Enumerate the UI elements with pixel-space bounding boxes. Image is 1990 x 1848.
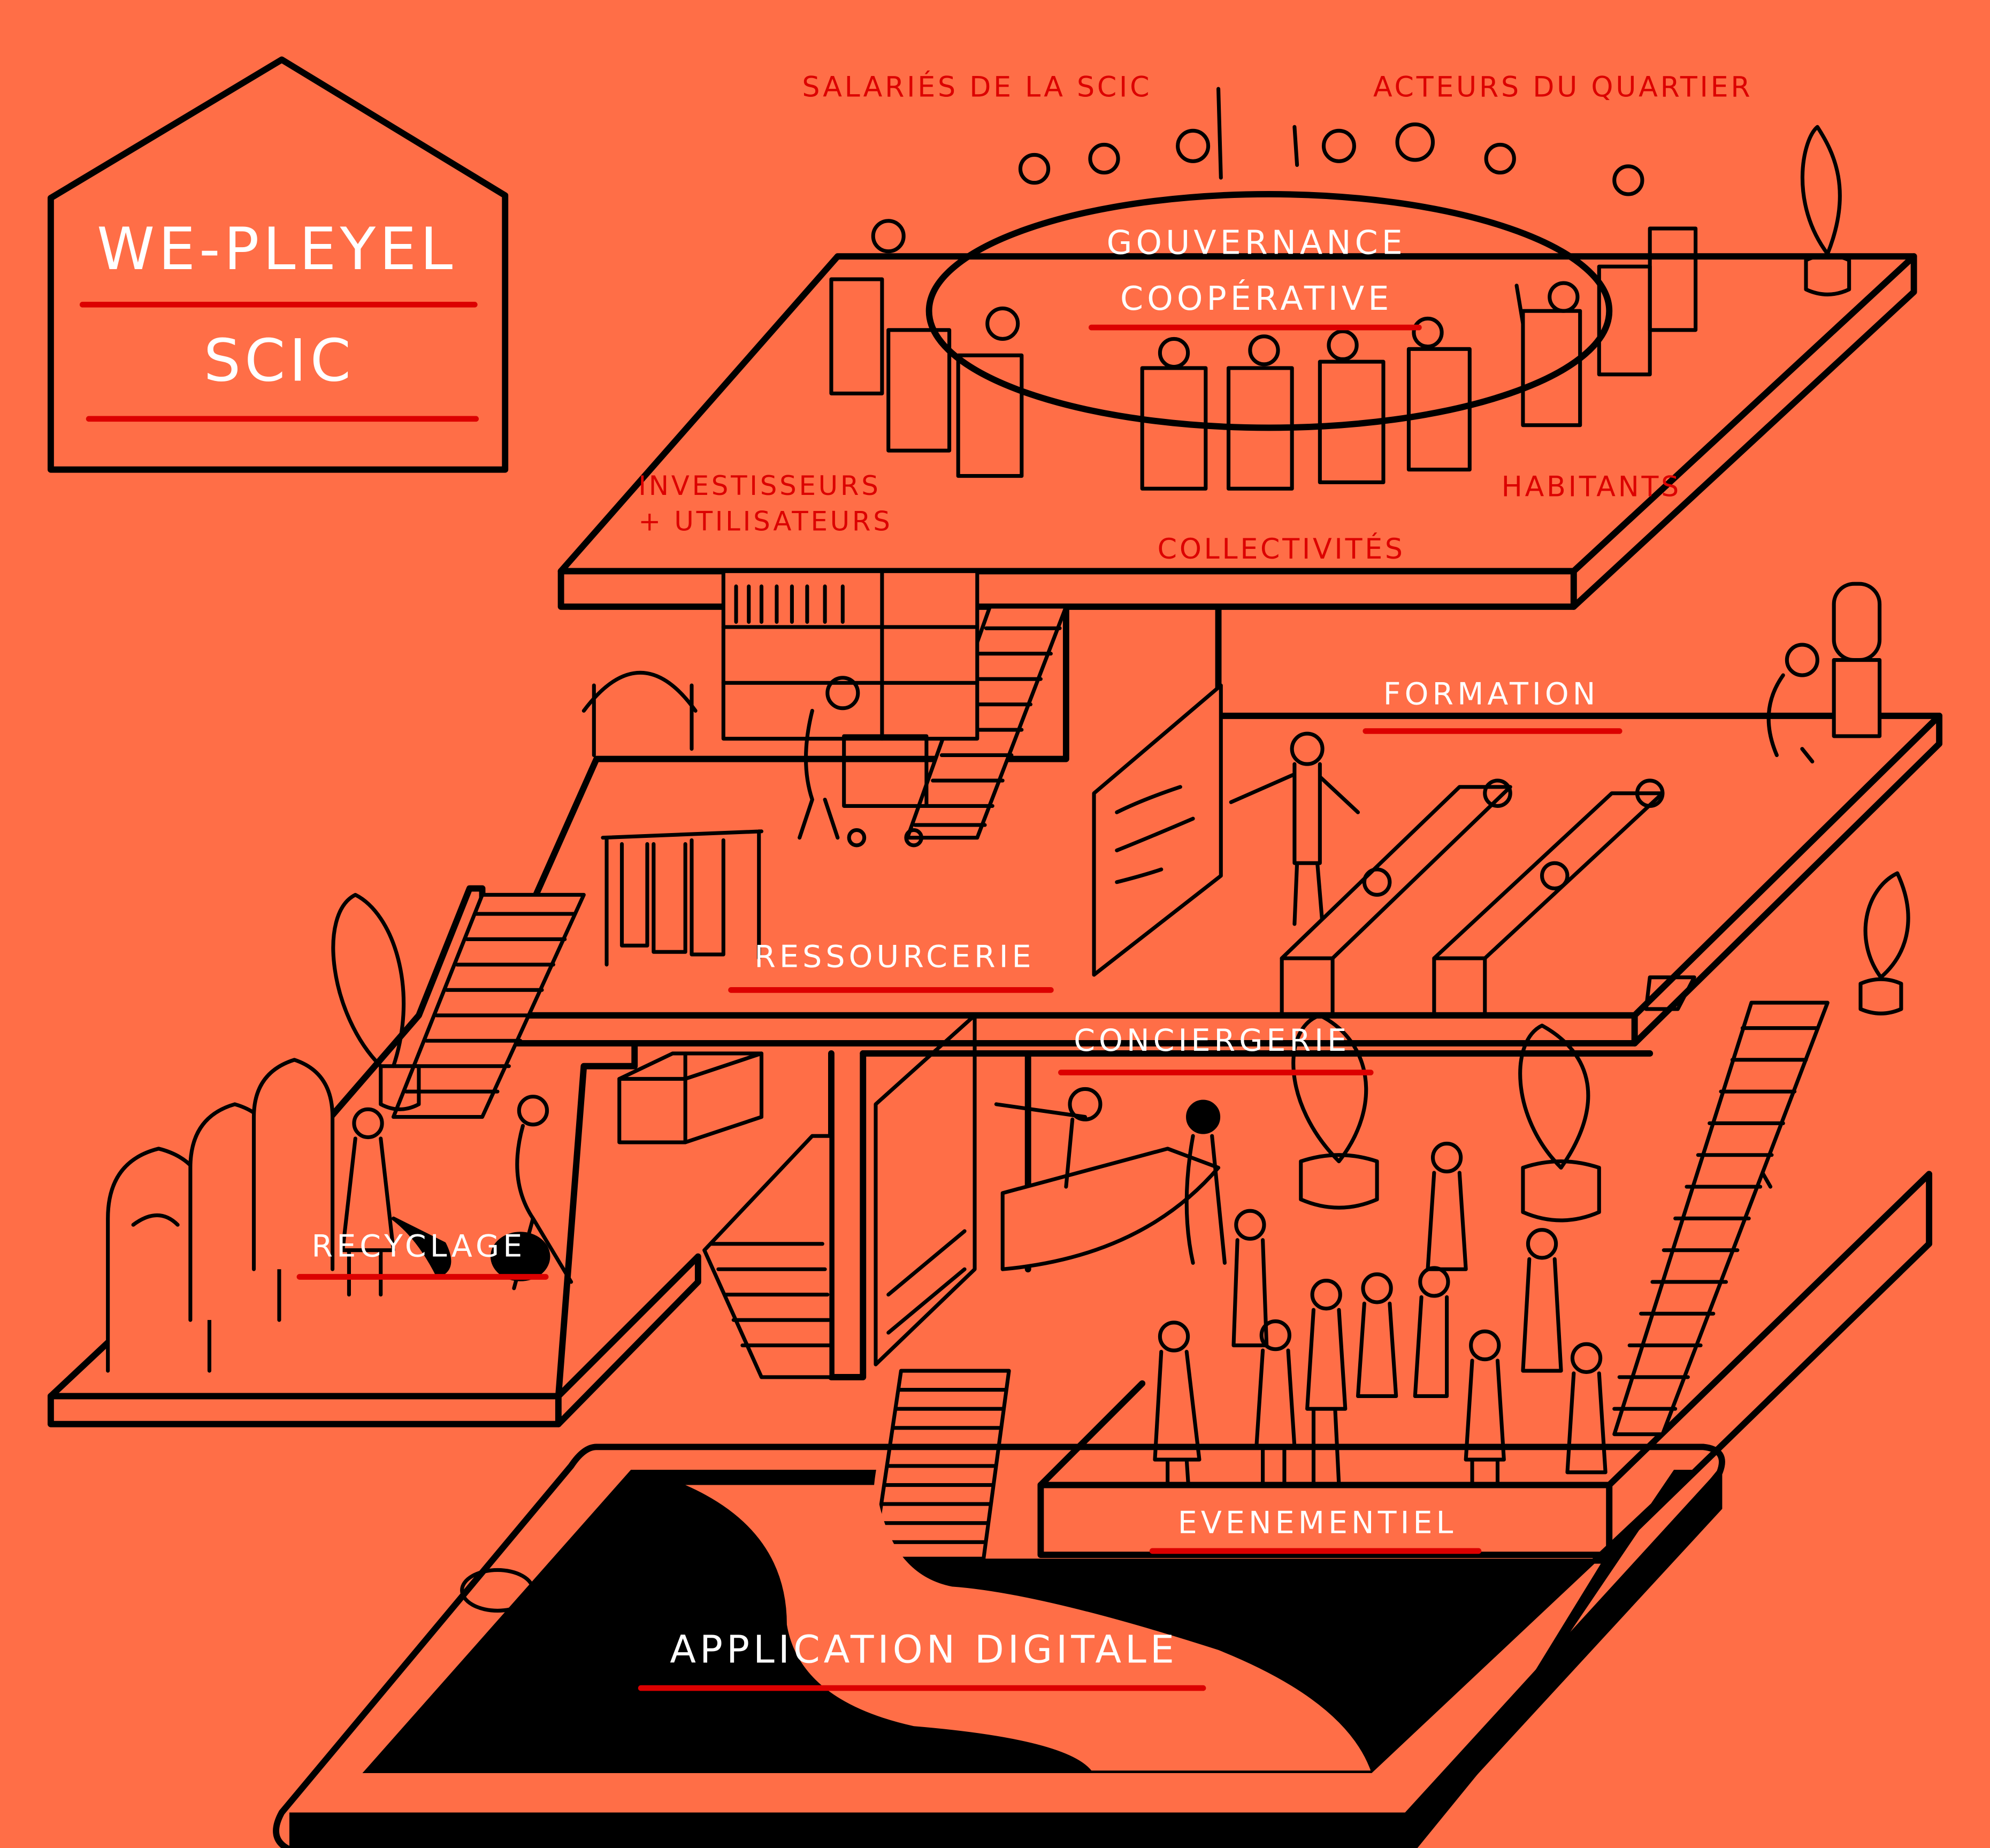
- shelves: [721, 569, 979, 741]
- house-logo: WE-PLEYEL SCIC: [47, 56, 509, 473]
- person-with-cart: [798, 676, 929, 847]
- plant-icon-right: [1858, 871, 1910, 1015]
- title-line1: WE-PLEYEL: [97, 215, 456, 283]
- title-line2: SCIC: [204, 327, 355, 395]
- whiteboard: [1092, 683, 1223, 977]
- staircase-bottom: [871, 1369, 1011, 1561]
- recycling-platform: [47, 885, 764, 1427]
- ground-floor: [702, 975, 1933, 1561]
- staircase-center: [702, 1134, 833, 1379]
- zone-formation: FORMATION: [1363, 677, 1622, 734]
- water-cooler: [1766, 582, 1882, 763]
- zone-evenementiel: EVENEMENTIEL: [1149, 1506, 1482, 1554]
- label-acteurs-quartier: ACTEURS DU QUARTIER: [1373, 71, 1752, 103]
- label-habitants: HABITANTS: [1502, 471, 1681, 503]
- meeting-attendees: [829, 87, 1698, 491]
- label-evenementiel: EVENEMENTIEL: [1178, 1506, 1457, 1541]
- people-recycling: [341, 1095, 573, 1297]
- label-application: APPLICATION DIGITALE: [670, 1628, 1178, 1672]
- middle-platform: [479, 569, 1943, 1047]
- tablet: [273, 1444, 1725, 1848]
- zone-application: APPLICATION DIGITALE: [638, 1628, 1206, 1691]
- label-recyclage: RECYCLAGE: [312, 1229, 526, 1264]
- zone-gouvernance: GOUVERNANCE COOPÉRATIVE: [1088, 223, 1422, 331]
- clothing-rack: [581, 670, 764, 967]
- reception-desk: [994, 1087, 1227, 1271]
- label-gouvernance: GOUVERNANCE: [1107, 223, 1406, 262]
- staircase-right: [1612, 975, 1830, 1437]
- planters: [1291, 1013, 1601, 1223]
- staircase-left: [391, 892, 586, 1119]
- recycling-bins: [106, 1058, 335, 1373]
- label-collectivites: COLLECTIVITÉS: [1158, 533, 1405, 566]
- label-formation: FORMATION: [1383, 677, 1599, 712]
- zone-conciergerie: CONCIERGERIE: [1058, 1023, 1374, 1075]
- storage-boxes: [617, 1051, 764, 1144]
- zone-ressourcerie: RESSOURCERIE: [728, 940, 1054, 993]
- label-conciergerie: CONCIERGERIE: [1074, 1023, 1350, 1058]
- staircase-top: [905, 605, 1068, 840]
- tree-icon: [331, 892, 421, 1111]
- label-ressourcerie: RESSOURCERIE: [754, 940, 1035, 975]
- classroom-desks: [1280, 778, 1665, 1018]
- stakeholder-labels: SALARIÉS DE LA SCIC ACTEURS DU QUARTIER …: [638, 71, 1752, 566]
- zone-recyclage: RECYCLAGE: [296, 1229, 549, 1280]
- teacher: [1229, 731, 1360, 926]
- label-utilisateurs: + UTILISATEURS: [638, 506, 892, 537]
- label-cooperative: COOPÉRATIVE: [1120, 279, 1392, 318]
- label-salaries: SALARIÉS DE LA SCIC: [802, 71, 1152, 103]
- label-investisseurs: INVESTISSEURS: [638, 470, 881, 501]
- plant-icon-top: [1800, 125, 1851, 296]
